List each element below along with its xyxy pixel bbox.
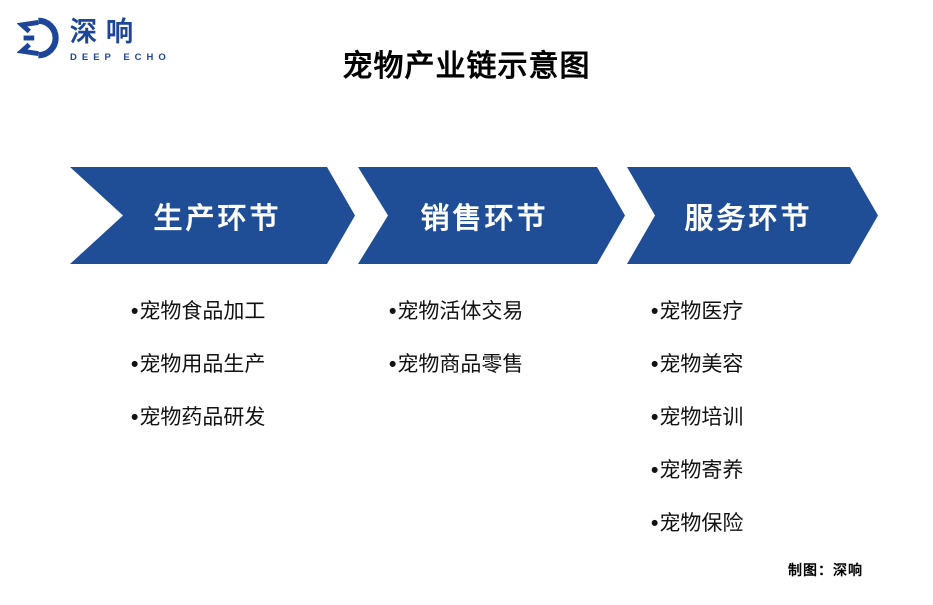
bullet-icon: • bbox=[651, 459, 659, 482]
brand-logo: 深响 DEEP ECHO bbox=[17, 13, 171, 63]
bullet-icon: • bbox=[651, 512, 659, 535]
list-item: •宠物寄养 bbox=[651, 459, 743, 483]
list-item-label: 宠物用品生产 bbox=[139, 353, 266, 376]
sales-item-list: •宠物活体交易 •宠物商品零售 bbox=[389, 300, 523, 406]
bullet-icon: • bbox=[389, 300, 397, 323]
deep-echo-logo-icon bbox=[17, 17, 59, 59]
list-item-label: 宠物医疗 bbox=[659, 300, 744, 323]
stage-label-service: 服务环节 bbox=[684, 202, 813, 235]
bullet-icon: • bbox=[389, 353, 397, 376]
stage-label-sales: 销售环节 bbox=[420, 202, 549, 235]
list-item-label: 宠物食品加工 bbox=[139, 300, 266, 323]
stage-arrow-sales: 销售环节 bbox=[358, 167, 625, 264]
stage-arrow-service: 服务环节 bbox=[627, 167, 878, 264]
list-item: •宠物美容 bbox=[651, 353, 743, 377]
list-item: •宠物药品研发 bbox=[131, 406, 265, 430]
list-item: •宠物培训 bbox=[651, 406, 743, 430]
bullet-icon: • bbox=[131, 406, 139, 429]
bullet-icon: • bbox=[131, 353, 139, 376]
bullet-icon: • bbox=[651, 353, 659, 376]
list-item-label: 宠物寄养 bbox=[659, 459, 744, 482]
brand-name-cn: 深响 bbox=[70, 17, 142, 47]
brand-name-en: DEEP ECHO bbox=[70, 52, 171, 63]
brand-logo-text: 深响 DEEP ECHO bbox=[70, 17, 171, 64]
list-item-label: 宠物保险 bbox=[659, 512, 744, 535]
production-item-list: •宠物食品加工 •宠物用品生产 •宠物药品研发 bbox=[131, 300, 265, 459]
page-title: 宠物产业链示意图 bbox=[342, 50, 591, 83]
bullet-icon: • bbox=[131, 300, 139, 323]
list-item: •宠物活体交易 bbox=[389, 300, 523, 324]
stage-label-production: 生产环节 bbox=[153, 202, 282, 235]
list-item: •宠物用品生产 bbox=[131, 353, 265, 377]
list-item-label: 宠物培训 bbox=[659, 406, 744, 429]
stage-arrow-production: 生产环节 bbox=[70, 167, 355, 264]
list-item: •宠物医疗 bbox=[651, 300, 743, 324]
service-item-list: •宠物医疗 •宠物美容 •宠物培训 •宠物寄养 •宠物保险 bbox=[651, 300, 743, 565]
list-item-label: 宠物美容 bbox=[659, 353, 744, 376]
bullet-icon: • bbox=[651, 300, 659, 323]
list-item-label: 宠物药品研发 bbox=[139, 406, 266, 429]
bullet-icon: • bbox=[651, 406, 659, 429]
list-item: •宠物保险 bbox=[651, 512, 743, 536]
list-item-label: 宠物商品零售 bbox=[397, 353, 524, 376]
list-item: •宠物食品加工 bbox=[131, 300, 265, 324]
list-item-label: 宠物活体交易 bbox=[397, 300, 524, 323]
list-item: •宠物商品零售 bbox=[389, 353, 523, 377]
chart-credit: 制图：深响 bbox=[788, 562, 863, 578]
